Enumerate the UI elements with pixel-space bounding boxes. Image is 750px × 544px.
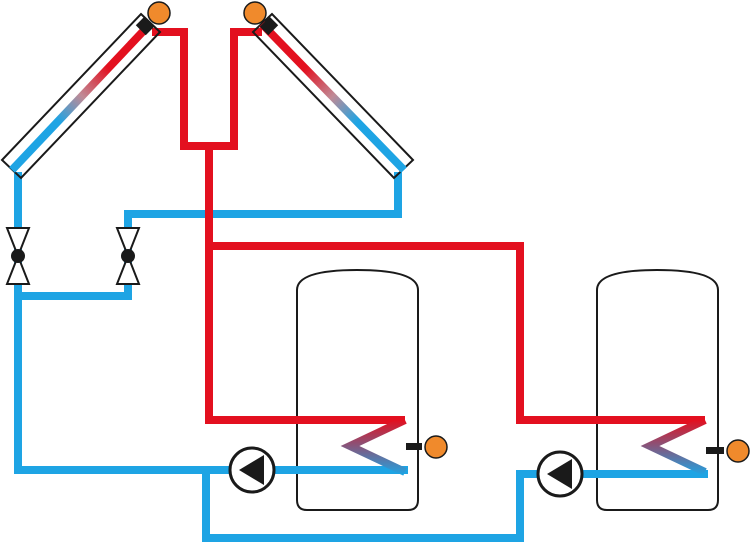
temperature-sensor-collector-left-icon [147,1,171,25]
temperature-sensor-tank2-icon [706,439,750,463]
circulation-pump-1-icon [228,446,276,494]
solar-collector-right [251,12,415,180]
tank2-heat-exchanger-coil [640,416,707,476]
temperature-sensor-tank1-icon [406,435,448,459]
storage-tank-2 [596,268,719,511]
hot-pipe-collectors-header [152,28,262,150]
storage-tank-1 [296,268,419,511]
cold-pipe-valve-loop [18,172,402,300]
temperature-sensor-collector-right-icon [243,1,267,25]
cold-pipe-bottom-loop [202,470,540,542]
tank1-heat-exchanger-coil [340,416,407,476]
hot-flow-pipes [152,28,705,424]
valve-right-icon [115,227,141,285]
circulation-pump-2-icon [536,450,584,498]
hot-pipe-branch [209,242,705,424]
solar-collector-left [0,12,162,180]
valve-left-icon [5,227,31,285]
hot-pipe-main [205,146,405,424]
